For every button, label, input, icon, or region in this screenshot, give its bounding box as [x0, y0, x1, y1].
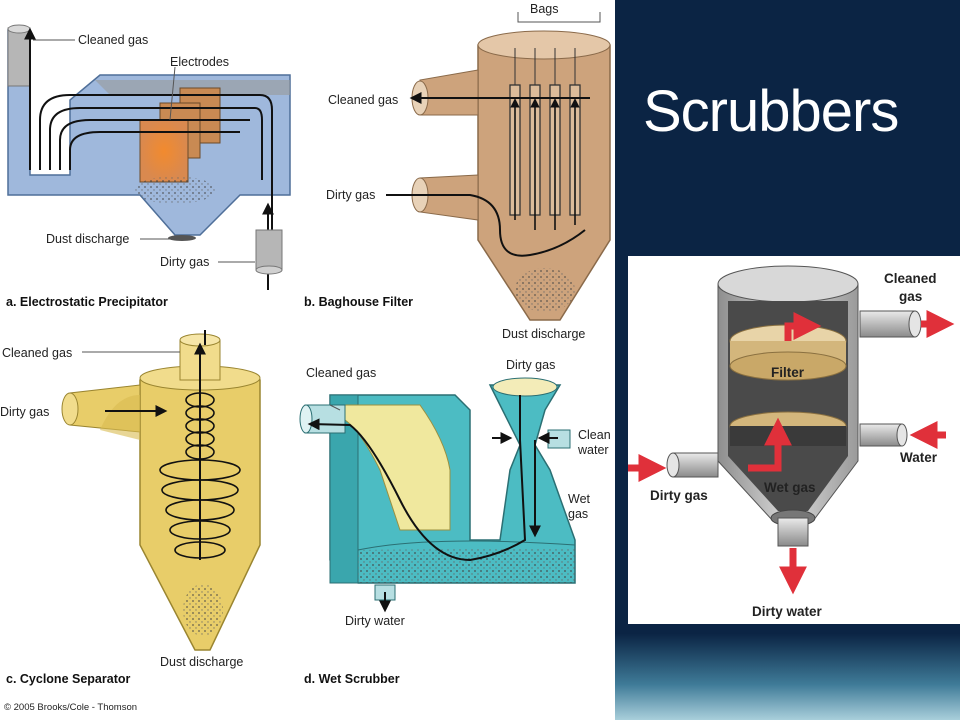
label-d-water: water — [577, 443, 609, 457]
caption-c: c. Cyclone Separator — [6, 672, 130, 686]
pollution-control-figure: Cleaned gas Electrodes Dust discharge Di… — [0, 2, 611, 713]
scrubber-inset-illustration: Cleaned gas Filter Water Wet gas Dirty g… — [628, 256, 960, 624]
panel-baghouse-filter — [386, 12, 611, 321]
flow-arrows — [628, 310, 955, 595]
inset-label-filter: Filter — [771, 365, 805, 380]
inset-label-cleaned: Cleaned — [884, 271, 937, 286]
label-a-dust-discharge: Dust discharge — [46, 232, 129, 246]
caption-a: a. Electrostatic Precipitator — [6, 295, 168, 309]
label-d-dirty-gas: Dirty gas — [506, 358, 555, 372]
label-c-dirty-gas: Dirty gas — [0, 405, 49, 419]
inset-label-gas: gas — [899, 289, 922, 304]
caption-d: d. Wet Scrubber — [304, 672, 400, 686]
label-b-dirty-gas: Dirty gas — [326, 188, 375, 202]
label-c-cleaned-gas: Cleaned gas — [2, 346, 72, 360]
inset-label-dirty-water: Dirty water — [752, 604, 823, 619]
label-d-wet: Wet — [568, 492, 591, 506]
panel-cyclone-separator — [61, 330, 261, 651]
inset-label-water: Water — [900, 450, 938, 465]
label-d-dirty-water: Dirty water — [345, 614, 405, 628]
scrubber-inset-svg: Cleaned gas Filter Water Wet gas Dirty g… — [628, 265, 955, 619]
scrubber-vessel — [666, 265, 922, 547]
label-a-dirty-gas: Dirty gas — [160, 255, 209, 269]
panel-electrostatic-precipitator — [7, 24, 291, 290]
label-c-dust-discharge: Dust discharge — [160, 655, 243, 669]
label-b-dust-discharge: Dust discharge — [502, 327, 585, 341]
label-b-cleaned-gas: Cleaned gas — [328, 93, 398, 107]
slide-title: Scrubbers — [643, 79, 899, 144]
label-d-clean: Clean — [578, 428, 611, 442]
inset-label-dirty-gas: Dirty gas — [650, 488, 708, 503]
inset-label-wet-gas: Wet gas — [764, 480, 816, 495]
figure-svg: Cleaned gas Electrodes Dust discharge Di… — [0, 2, 611, 713]
copyright-text: © 2005 Brooks/Cole - Thomson — [4, 702, 137, 713]
label-b-bags: Bags — [530, 2, 559, 16]
label-a-electrodes: Electrodes — [170, 55, 229, 69]
panel-wet-scrubber — [299, 377, 576, 613]
label-d-cleaned-gas: Cleaned gas — [306, 366, 376, 380]
caption-b: b. Baghouse Filter — [304, 295, 413, 309]
label-d-gas: gas — [568, 507, 588, 521]
label-a-cleaned-gas: Cleaned gas — [78, 33, 148, 47]
